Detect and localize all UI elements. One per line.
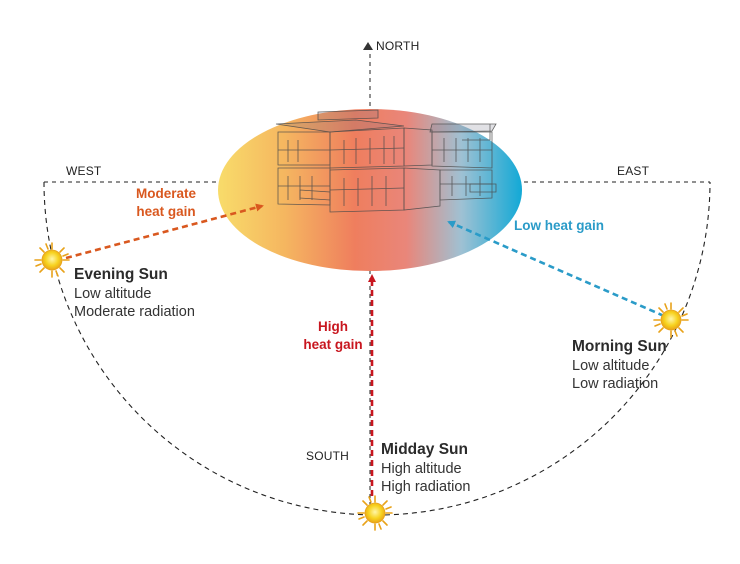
east-label: EAST: [617, 164, 650, 178]
sun-icon: [34, 242, 70, 278]
moderate-heat-gain-label: Moderate heat gain: [126, 185, 206, 221]
west-label: WEST: [66, 164, 102, 178]
high-heat-gain-label: High heat gain: [298, 318, 368, 354]
sun-icon: [653, 302, 689, 338]
evening-sun-title: Evening Sun: [74, 266, 168, 283]
high-heat-gain-line1: High: [318, 319, 348, 334]
midday-sun-altitude: High altitude: [381, 461, 462, 477]
midday-sun-radiation: High radiation: [381, 479, 471, 495]
moderate-heat-gain-line1: Moderate: [135, 186, 196, 201]
high-heat-gain-line2: heat gain: [303, 337, 363, 352]
evening-sun-altitude: Low altitude: [74, 286, 152, 302]
north-label: NORTH: [376, 39, 420, 53]
morning-sun-radiation: Low radiation: [572, 376, 659, 392]
morning-sun-title: Morning Sun: [572, 338, 667, 355]
south-label: SOUTH: [306, 449, 349, 463]
morning-sun-caption: Morning Sun Low altitude Low radiation: [572, 338, 667, 392]
low-heat-arrow: [447, 220, 665, 318]
evening-sun-caption: Evening Sun Low altitude Moderate radiat…: [74, 266, 195, 320]
midday-sun-title: Midday Sun: [381, 441, 468, 458]
house-wireframe-icon: [275, 109, 497, 213]
triangle-up-icon: [363, 42, 373, 50]
moderate-heat-gain-line2: heat gain: [136, 204, 196, 219]
evening-sun-radiation: Moderate radiation: [74, 304, 195, 320]
sun-icon: [357, 495, 393, 531]
low-heat-gain-label: Low heat gain: [514, 218, 605, 233]
heat-gain-ellipse: [218, 109, 522, 271]
moderate-heat-arrow: [65, 203, 264, 260]
morning-sun-altitude: Low altitude: [572, 358, 650, 374]
midday-sun-caption: Midday Sun High altitude High radiation: [381, 441, 470, 495]
